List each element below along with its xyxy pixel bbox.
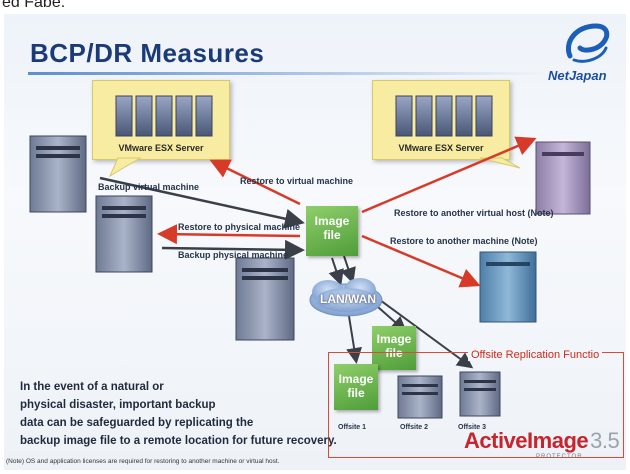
description-line: data can be safeguarded by replicating t… [20,417,254,429]
offsite-replication-title: Offsite Replication Functio [468,349,603,361]
label-restore-vm: Restore to virtual machine [240,176,354,186]
description-line: In the event of a natural or [20,381,164,393]
esx-server-label: VMware ESX Server [118,143,204,153]
image-file-replica-a: Image file [372,326,416,370]
logo-text: NetJapan [548,68,607,83]
title-underline [28,72,548,75]
image-file-main: Image file [306,206,358,256]
blade-server-group-left [115,95,213,137]
image-file-replica-b: Image file [334,364,378,410]
label-restore-physical: Restore to physical machine [178,222,301,232]
label-restore-other-machine: Restore to another machine (Note) [390,236,538,246]
blade-server-group-right [395,95,493,137]
arrow-restore-other-host [361,136,537,214]
footnote: (Note) OS and application licenses are r… [6,458,280,465]
brand-version: 3.5 [590,428,620,453]
arrow-backup-physical [161,239,305,260]
arrow-restore-other-machine [361,234,481,288]
lan-wan-cloud [309,278,383,317]
offsite-server-3 [459,371,501,417]
description-line: physical disaster, important backup [20,399,216,411]
top-fragment-text: ed Fabe. [2,0,66,11]
image-file-label: Image file [314,214,350,242]
offsite-site-label: Offsite 2 [400,424,429,431]
brand-logo: ActiveImage3.5 [464,428,620,454]
label-backup-vm: Backup virtual machine [98,182,200,192]
tower-server-other-host [535,141,591,215]
arrow-backup-vm [99,176,305,229]
tower-server-other-machine [479,251,537,323]
label-backup-physical: Backup physical machine [178,250,289,260]
arrow-restore-physical [157,224,301,245]
tower-server-physical-source [95,195,153,273]
description-line: backup image file to a remote location f… [20,435,337,447]
label-restore-other-host: Restore to another virtual host (Note) [394,208,554,218]
tower-server-vm-source [29,135,87,213]
arrow-restore-vm [209,159,301,206]
description-text: In the event of a natural or physical di… [20,378,440,450]
page-title: BCP/DR Measures [30,38,265,68]
image-file-label: Image file [376,332,412,360]
image-file-label: Image file [338,372,374,400]
esx-server-label: VMware ESX Server [398,143,484,153]
offsite-server-2 [397,375,443,419]
offsite-site-label: Offsite 1 [338,424,367,431]
brand-subtitle: PROTECTOR [536,454,583,460]
top-fragment: ed Fabe. [0,0,630,18]
offsite-site-label: Offsite 3 [458,424,487,431]
netjapan-logo-icon [566,23,610,63]
brand-name: ActiveImage [464,428,589,453]
tower-server-backup [235,257,295,341]
cloud-label: LAN/WAN [320,292,376,306]
